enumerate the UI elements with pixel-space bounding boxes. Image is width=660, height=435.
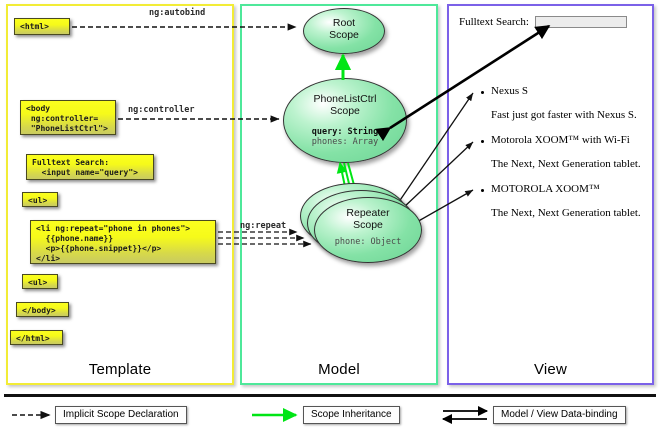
- scope-root: Root Scope: [303, 8, 385, 54]
- scope-repeater-prop-phone: phone: Object: [334, 237, 402, 248]
- legend-item-model-view-data-binding: Model / View Data-binding: [493, 406, 626, 424]
- scope-repeater-title-line2: Scope: [353, 219, 383, 232]
- scope-root-title-line2: Scope: [329, 29, 359, 42]
- view-pane: Fulltext Search: Nexus S Fast just got f…: [451, 8, 650, 348]
- legend-arrow-double: [441, 405, 489, 425]
- code-box-search-input: Fulltext Search: <input name="query">: [26, 154, 154, 180]
- view-bullet-0: [481, 91, 484, 94]
- scope-phonelistctrl-title-line1: PhoneListCtrl: [313, 93, 377, 105]
- column-label-view: View: [533, 361, 568, 378]
- code-box-ul-open: <ul>: [22, 192, 58, 207]
- view-search-label: Fulltext Search:: [459, 16, 529, 28]
- scope-phonelistctrl-prop-phones: phones: Array: [311, 137, 379, 148]
- code-box-body-tag: <body ng:controller= "PhoneListCtrl">: [20, 100, 116, 135]
- view-item-title-1: Motorola XOOM™ with Wi-Fi: [491, 134, 630, 146]
- scope-repeater-title-line1: Repeater: [346, 207, 390, 219]
- code-box-ul-close: <ul>: [22, 274, 58, 289]
- view-bullet-1: [481, 140, 484, 143]
- view-search-input[interactable]: [534, 16, 627, 28]
- code-box-li-repeat: <li ng:repeat="phone in phones"> {{phone…: [30, 220, 216, 264]
- scope-phonelistctrl: PhoneListCtrl Scope query: String phones…: [283, 78, 407, 163]
- view-item-desc-1: The Next, Next Generation tablet.: [491, 158, 641, 170]
- view-item-title-2: MOTOROLA XOOM™: [491, 183, 600, 195]
- view-search-row: Fulltext Search:: [459, 16, 627, 28]
- scope-root-title-line1: Root: [332, 17, 356, 29]
- code-box-html-open: <html>: [14, 18, 70, 35]
- view-item-desc-2: The Next, Next Generation tablet.: [491, 207, 641, 219]
- scope-phonelistctrl-title-line2: Scope: [330, 105, 360, 118]
- legend-item-scope-inheritance: Scope Inheritance: [303, 406, 400, 424]
- code-box-body-close: </body>: [16, 302, 69, 317]
- connector-label-ng-controller: ng:controller: [128, 105, 195, 115]
- legend-divider: [4, 394, 656, 397]
- column-label-model: Model: [318, 361, 360, 378]
- code-box-html-close: </html>: [10, 330, 63, 345]
- legend-item-implicit-scope-declaration: Implicit Scope Declaration: [55, 406, 187, 424]
- view-item-title-0: Nexus S: [491, 85, 528, 97]
- scope-repeater: Repeater Scope phone: Object: [314, 197, 422, 263]
- scope-phonelistctrl-prop-query: query: String: [311, 127, 379, 138]
- view-item-desc-0: Fast just got faster with Nexus S.: [491, 109, 637, 121]
- connector-label-ng-autobind: ng:autobind: [149, 8, 206, 18]
- view-bullet-2: [481, 189, 484, 192]
- column-label-template: Template: [88, 361, 152, 378]
- connector-label-ng-repeat: ng:repeat: [240, 221, 287, 231]
